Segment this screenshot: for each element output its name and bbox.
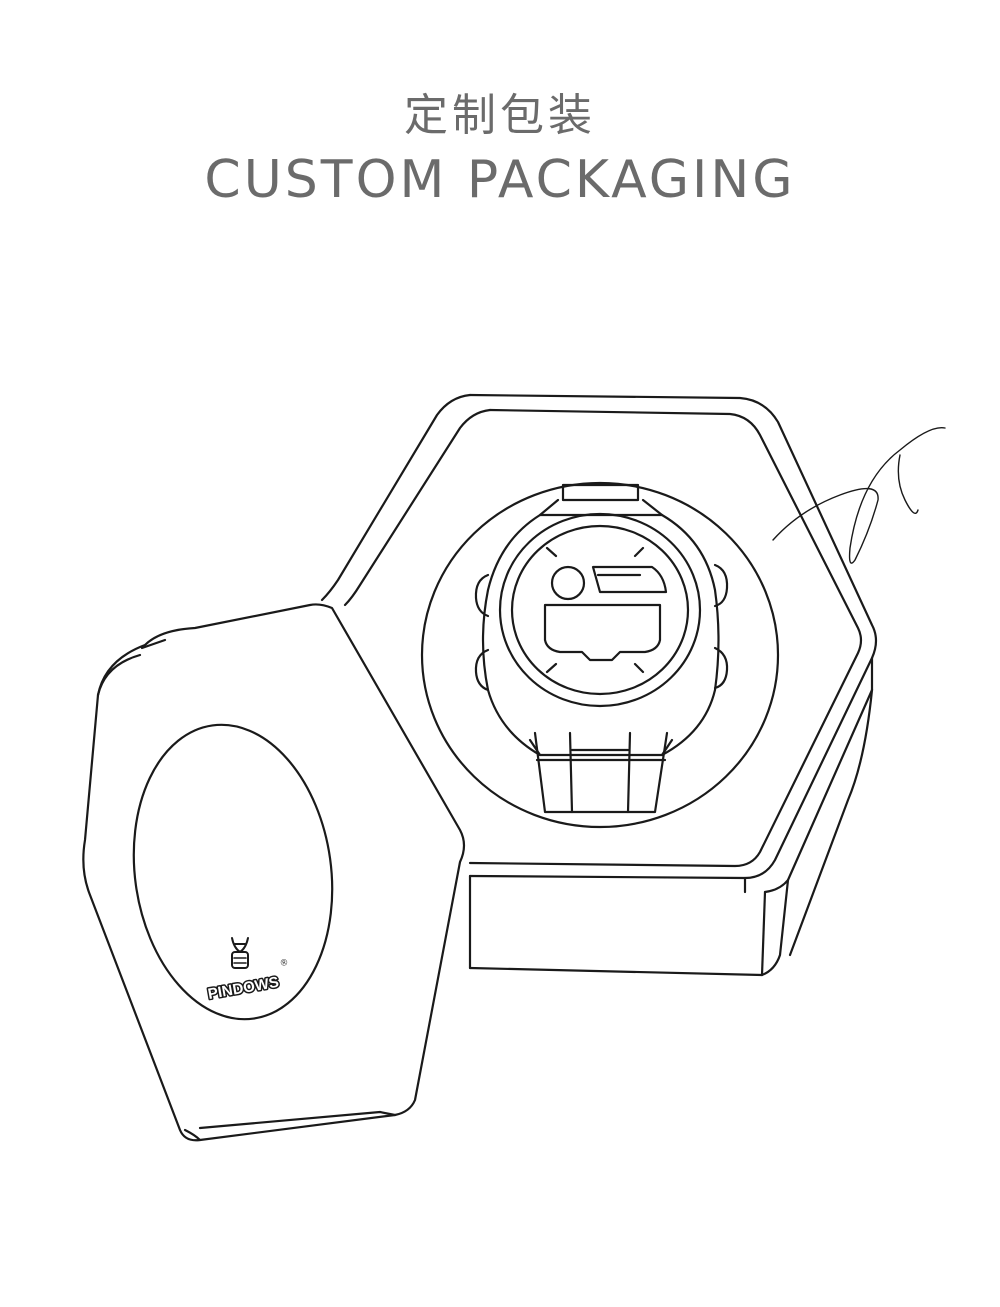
brand-logo: PINDOWS ® <box>205 937 289 1004</box>
box-lid <box>82 603 466 1142</box>
page-title-english: CUSTOM PACKAGING <box>204 150 796 210</box>
decorative-squiggle <box>772 426 946 564</box>
box-base <box>320 393 878 977</box>
registered-mark: ® <box>280 957 289 968</box>
page-title-chinese: 定制包装 <box>404 90 596 141</box>
watch <box>474 483 729 814</box>
brand-logo-text: PINDOWS <box>207 974 281 1003</box>
watch-cushion <box>420 481 780 829</box>
